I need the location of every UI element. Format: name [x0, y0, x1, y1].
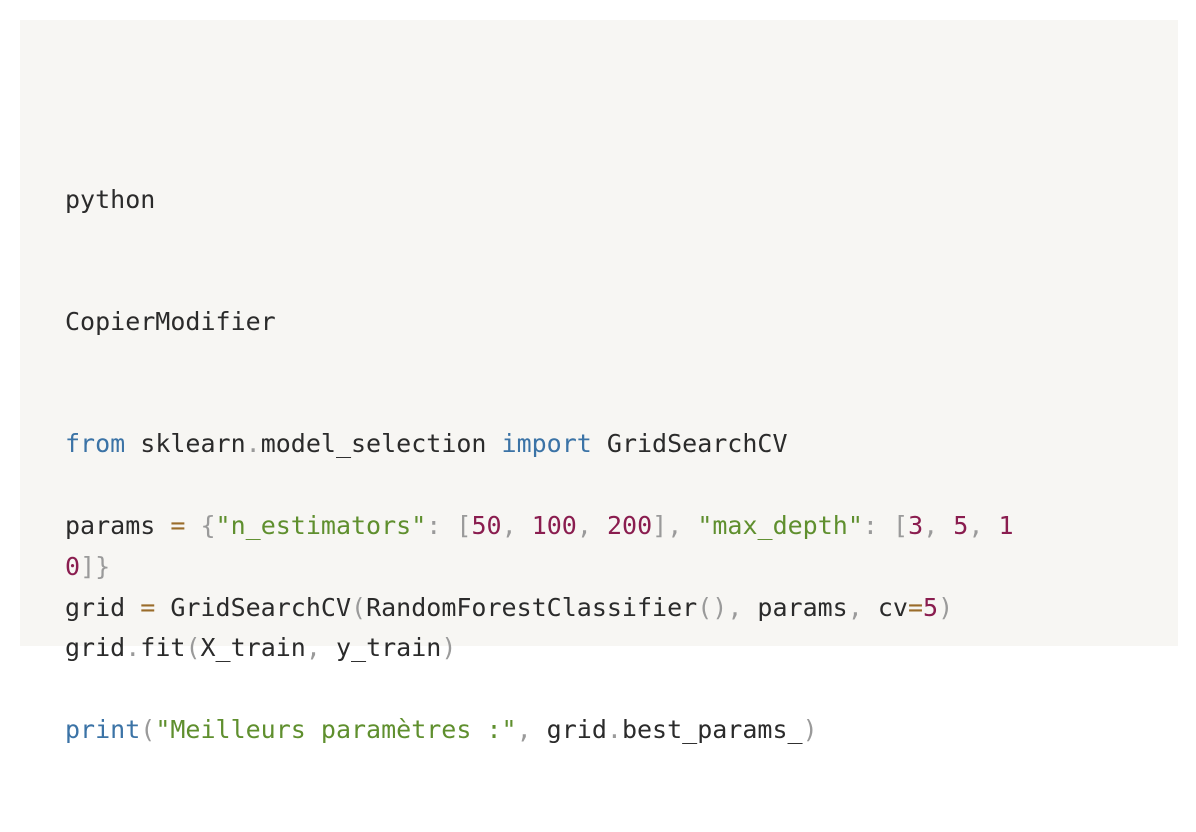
code-token: params: [742, 592, 848, 622]
code-token: 1: [998, 510, 1014, 540]
code-token: 200: [606, 510, 653, 540]
code-line: 0]}: [65, 547, 1178, 588]
code-token: ]: [652, 510, 668, 540]
code-token: :: [426, 510, 442, 540]
code-token: from: [65, 429, 126, 459]
code-token: .: [606, 714, 622, 744]
code-token: (: [185, 633, 201, 663]
code-token: ): [441, 633, 457, 663]
code-token: :: [862, 510, 878, 540]
code-token: [592, 511, 607, 540]
code-token: GridSearchCV: [591, 429, 788, 459]
code-line: print("Meilleurs paramètres :", grid.bes…: [65, 710, 1178, 751]
code-token: [878, 511, 893, 540]
code-token: GridSearchCV: [155, 592, 351, 622]
code-token: model_selection: [260, 429, 502, 459]
copy-edit-button[interactable]: CopierModifier: [65, 306, 276, 336]
code-token: params: [65, 510, 171, 540]
code-token: {: [200, 510, 216, 540]
code-token: ,: [516, 714, 532, 744]
code-token: [938, 511, 953, 540]
code-token: best_params_: [621, 714, 803, 744]
code-token: 100: [531, 510, 577, 540]
code-line: grid = GridSearchCV(RandomForestClassifi…: [65, 588, 1178, 629]
code-token: ,: [667, 510, 683, 540]
code-token: ,: [501, 510, 517, 540]
code-token: 0: [65, 551, 81, 581]
code-token: 3: [908, 510, 924, 540]
code-token: "n_estimators": [215, 510, 427, 540]
code-token: fit: [140, 633, 186, 663]
code-token: ,: [847, 592, 863, 622]
code-token: (: [140, 714, 156, 744]
code-token: grid: [65, 592, 141, 622]
code-token: sklearn: [125, 429, 246, 459]
code-token: import: [501, 429, 592, 459]
code-lines: from sklearn.model_selection import Grid…: [65, 424, 1178, 750]
code-token: ): [938, 592, 954, 622]
code-token: y_train: [320, 633, 442, 663]
code-line: grid.fit(X_train, y_train): [65, 628, 1178, 669]
code-token: 5: [923, 592, 939, 622]
code-token: ,: [923, 510, 939, 540]
code-token: ]: [80, 551, 96, 581]
code-token: 50: [471, 510, 502, 540]
code-token: (: [351, 592, 367, 622]
code-token: ): [802, 714, 818, 744]
code-token: X_train: [200, 633, 306, 663]
code-token: RandomForestClassifier: [366, 592, 698, 622]
code-token: cv: [862, 592, 908, 622]
language-label: python: [65, 184, 156, 214]
code-token: =: [907, 592, 924, 622]
code-token: "Meilleurs paramètres :": [155, 714, 517, 744]
code-token: .: [245, 429, 261, 459]
code-token: [682, 511, 697, 540]
code-block: python CopierModifier from sklearn.model…: [20, 20, 1178, 744]
code-token: ,: [968, 510, 984, 540]
code-token: }: [95, 551, 111, 581]
code-token: "max_depth": [697, 510, 863, 540]
code-token: ,: [576, 510, 592, 540]
code-token: print: [65, 714, 141, 744]
code-line: from sklearn.model_selection import Grid…: [65, 424, 1178, 465]
code-token: (): [697, 592, 728, 622]
code-token: ,: [305, 633, 321, 663]
code-token: =: [140, 592, 156, 622]
code-token: grid: [65, 633, 126, 663]
code-content: python CopierModifier from sklearn.model…: [65, 98, 1178, 832]
code-token: [: [456, 510, 472, 540]
code-token: [441, 511, 456, 540]
code-token: [983, 511, 998, 540]
code-token: [185, 511, 200, 540]
code-token: =: [170, 510, 186, 540]
code-token: ,: [727, 592, 743, 622]
code-token: [: [893, 510, 909, 540]
code-token: .: [125, 633, 141, 663]
code-token: [517, 511, 532, 540]
code-line: [65, 669, 1178, 710]
code-line: params = {"n_estimators": [50, 100, 200]…: [65, 506, 1178, 547]
code-token: grid: [531, 714, 607, 744]
code-token: 5: [953, 510, 969, 540]
code-line: [65, 465, 1178, 506]
